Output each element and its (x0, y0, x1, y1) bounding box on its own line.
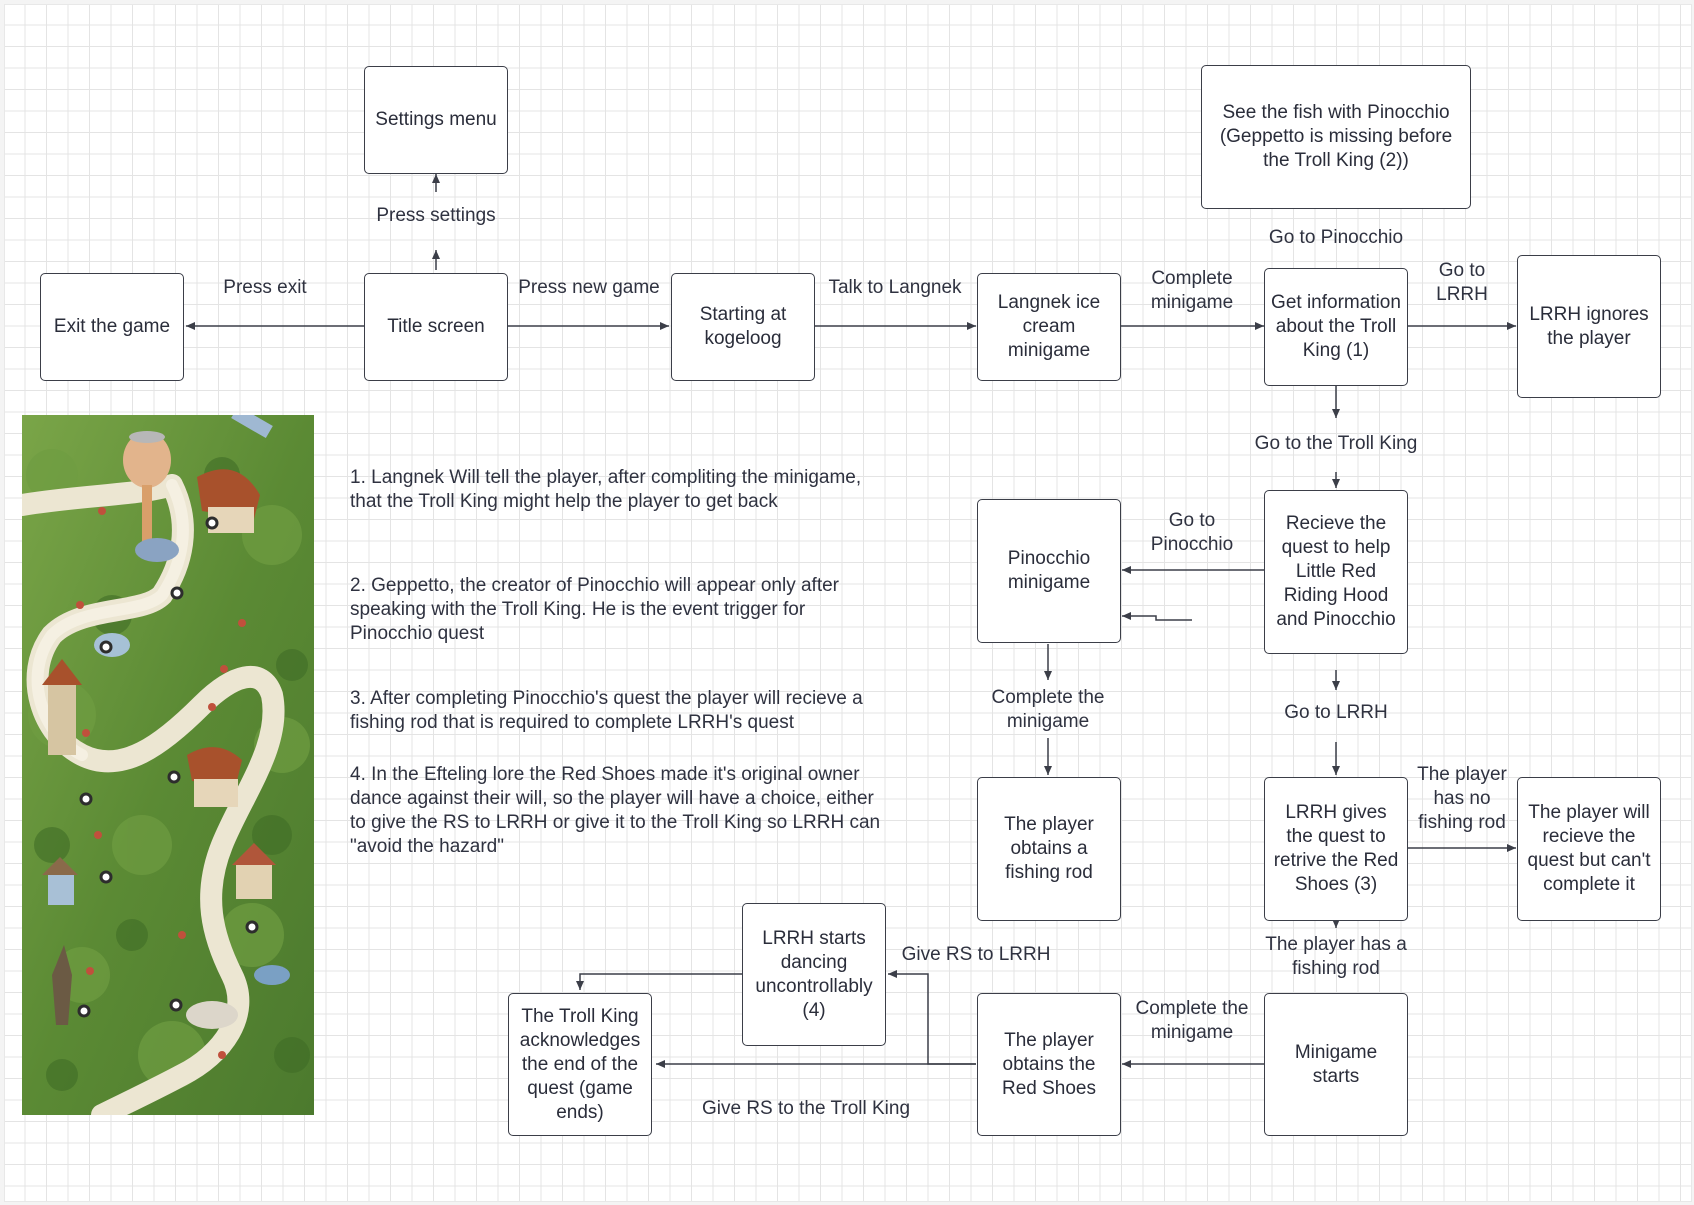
label-press-settings: Press settings (376, 205, 496, 226)
label-go-to-pinocchio: Go to Pinocchio (1150, 510, 1234, 555)
node-lrrh-gives-quest: LRRH gives the quest to retrive the Red … (1264, 777, 1408, 921)
node-title-screen: Title screen (364, 273, 508, 381)
label-give-rs-to-lrrh: Give RS to LRRH (901, 944, 1051, 965)
node-exit-the-game: Exit the game (40, 273, 184, 381)
note-1: 1. Langnek Will tell the player, after c… (350, 467, 862, 512)
note-2: 2. Geppetto, the creator of Pinocchio wi… (350, 575, 839, 644)
note-4: 4. In the Efteling lore the Red Shoes ma… (350, 764, 881, 857)
node-obtains-fishing-rod: The player obtains a fishing rod (977, 777, 1121, 921)
node-minigame-starts: Minigame starts (1264, 993, 1408, 1136)
note-3: 3. After completing Pinocchio's quest th… (350, 688, 863, 733)
node-lrrh-ignores: LRRH ignores the player (1517, 255, 1661, 398)
edge-dance-to-end (576, 973, 742, 990)
label-no-fishing-rod: The player has no fishing rod (1417, 764, 1507, 833)
label-complete-the-minigame-left: Complete the minigame (991, 687, 1105, 732)
label-talk-to-langnek: Talk to Langnek (828, 277, 962, 298)
park-map-image (22, 415, 314, 1115)
node-troll-king-info: Get information about the Troll King (1) (1264, 268, 1408, 386)
node-lrrh-dancing: LRRH starts dancing uncontrollably (4) (742, 903, 886, 1046)
label-press-exit: Press exit (223, 277, 307, 298)
label-complete-minigame: Complete minigame (1150, 268, 1234, 313)
node-fish-with-pinocchio: See the fish with Pinocchio (Geppetto is… (1201, 65, 1471, 209)
node-pinocchio-minigame: Pinocchio minigame (977, 499, 1121, 643)
label-press-new-game: Press new game (518, 277, 660, 298)
node-starting-at-kogeloog: Starting at kogeloog (671, 273, 815, 381)
edge-shoes-to-dance (888, 970, 976, 1065)
label-go-to-lrrh: Go to LRRH (1284, 702, 1388, 723)
node-receive-quest: Recieve the quest to help Little Red Rid… (1264, 490, 1408, 654)
label-give-rs-to-troll-king: Give RS to the Troll King (701, 1098, 911, 1119)
park-map-illustration (22, 415, 314, 1115)
edge-stub-to-pinocchio (1122, 612, 1192, 621)
label-has-fishing-rod: The player has a fishing rod (1265, 934, 1407, 979)
node-troll-king-end: The Troll King acknowledges the end of t… (508, 993, 652, 1136)
node-langnek-minigame: Langnek ice cream minigame (977, 273, 1121, 381)
node-settings-menu: Settings menu (364, 66, 508, 174)
label-go-to-pinocchio-top: Go to Pinocchio (1268, 227, 1404, 248)
label-complete-the-minigame-bottom: Complete the minigame (1135, 998, 1249, 1043)
node-cant-complete: The player will recieve the quest but ca… (1517, 777, 1661, 921)
label-go-to-troll-king: Go to the Troll King (1254, 433, 1418, 454)
node-obtains-red-shoes: The player obtains the Red Shoes (977, 993, 1121, 1136)
label-go-to-lrrh-top: Go to LRRH (1436, 260, 1488, 305)
